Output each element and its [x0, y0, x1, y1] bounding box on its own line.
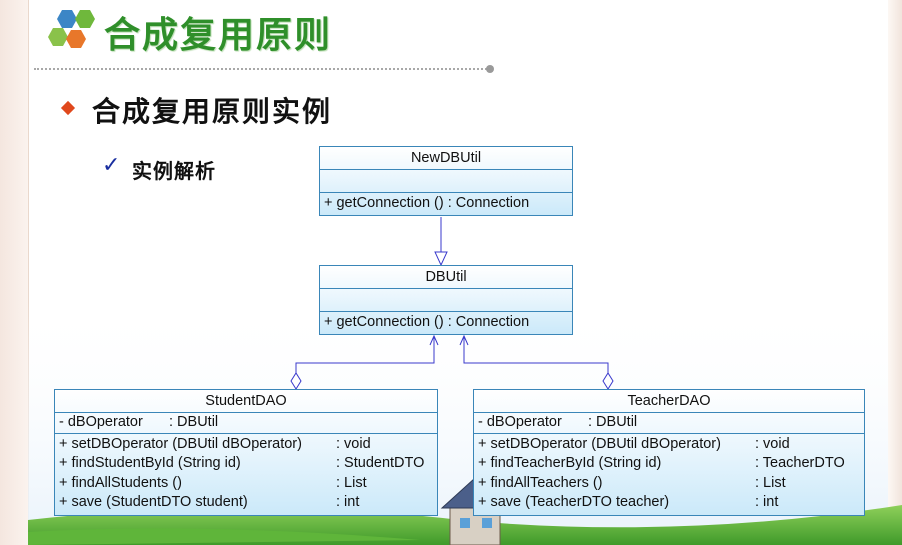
operation-name: + findAllTeachers ()	[478, 474, 603, 491]
operation-row: + getConnection () : Connection	[324, 195, 530, 211]
hollow-arrowhead-icon	[434, 251, 448, 267]
attribute-compartment	[320, 170, 572, 193]
operation-name: + save (StudentDTO student)	[59, 494, 248, 510]
aggregation-diamond-icon	[290, 372, 302, 390]
attribute-compartment: - dBOperator : DBUtil	[474, 413, 864, 434]
aggregation-line-teacher	[463, 336, 609, 376]
attribute-type: : DBUtil	[169, 414, 219, 430]
section-heading: 合成复用原则实例	[92, 95, 333, 128]
uml-class-newdbutil: NewDBUtil + getConnection () : Connectio…	[319, 146, 573, 216]
divider-dot	[486, 65, 494, 73]
operation-row: + setDBOperator (DBUtil dBOperator) : vo…	[55, 435, 437, 455]
attribute-type: : DBUtil	[588, 414, 638, 430]
operation-name: + findTeacherById (String id)	[478, 455, 662, 471]
operation-compartment: + setDBOperator (DBUtil dBOperator) : vo…	[55, 434, 437, 513]
uml-class-studentdao: StudentDAO - dBOperator : DBUtil + setDB…	[54, 389, 438, 516]
open-arrowhead-icon	[429, 334, 439, 346]
aggregation-line-student	[295, 336, 435, 376]
operation-row: + findAllTeachers () : List	[474, 474, 864, 494]
grass-hill-front	[28, 528, 420, 545]
operation-name: + findStudentById (String id)	[59, 455, 241, 471]
class-name: StudentDAO	[55, 390, 437, 413]
uml-class-teacherdao: TeacherDAO - dBOperator : DBUtil + setDB…	[473, 389, 865, 516]
operation-name: + setDBOperator (DBUtil dBOperator)	[478, 435, 721, 452]
class-name: NewDBUtil	[320, 147, 572, 170]
left-decor-strip	[0, 0, 29, 545]
operation-row: + setDBOperator (DBUtil dBOperator) : vo…	[474, 435, 864, 455]
attribute-row: - dBOperator : DBUtil	[55, 413, 437, 433]
operation-row: + save (TeacherDTO teacher) : int	[474, 493, 864, 513]
attribute-compartment	[320, 289, 572, 312]
hexagon-logo-icon	[48, 10, 95, 48]
slide-title: 合成复用原则	[104, 14, 333, 56]
attribute-compartment: - dBOperator : DBUtil	[55, 413, 437, 434]
aggregation-diamond-icon	[602, 372, 614, 390]
operation-type: : int	[336, 494, 360, 510]
operation-row: + findAllStudents () : List	[55, 474, 437, 494]
right-decor-strip	[888, 0, 902, 545]
operation-type: : StudentDTO	[336, 455, 425, 471]
operation-type: : int	[755, 494, 779, 510]
operation-row: + findTeacherById (String id) : TeacherD…	[474, 454, 864, 474]
uml-class-dbutil: DBUtil + getConnection () : Connection	[319, 265, 573, 335]
attribute-name: - dBOperator	[59, 414, 143, 430]
class-name: DBUtil	[320, 266, 572, 289]
title-divider	[34, 68, 490, 70]
operation-type: : TeacherDTO	[755, 455, 845, 471]
class-name: TeacherDAO	[474, 390, 864, 413]
operation-row: + getConnection () : Connection	[324, 314, 530, 330]
operation-type: : void	[755, 435, 790, 452]
operation-compartment: + getConnection () : Connection	[320, 312, 572, 333]
operation-type: : List	[755, 474, 786, 491]
operation-type: : void	[336, 435, 371, 452]
operation-row: + findStudentById (String id) : StudentD…	[55, 454, 437, 474]
operation-row: + save (StudentDTO student) : int	[55, 493, 437, 513]
operation-name: + findAllStudents ()	[59, 474, 182, 491]
operation-name: + setDBOperator (DBUtil dBOperator)	[59, 435, 302, 452]
operation-type: : List	[336, 474, 367, 491]
sub-heading: 实例解析	[132, 159, 216, 183]
operation-name: + save (TeacherDTO teacher)	[478, 494, 670, 510]
operation-compartment: + setDBOperator (DBUtil dBOperator) : vo…	[474, 434, 864, 513]
attribute-row: - dBOperator : DBUtil	[474, 413, 864, 433]
operation-compartment: + getConnection () : Connection	[320, 193, 572, 214]
open-arrowhead-icon	[459, 334, 469, 346]
check-mark-icon: ✓	[102, 153, 121, 178]
attribute-name: - dBOperator	[478, 414, 562, 430]
